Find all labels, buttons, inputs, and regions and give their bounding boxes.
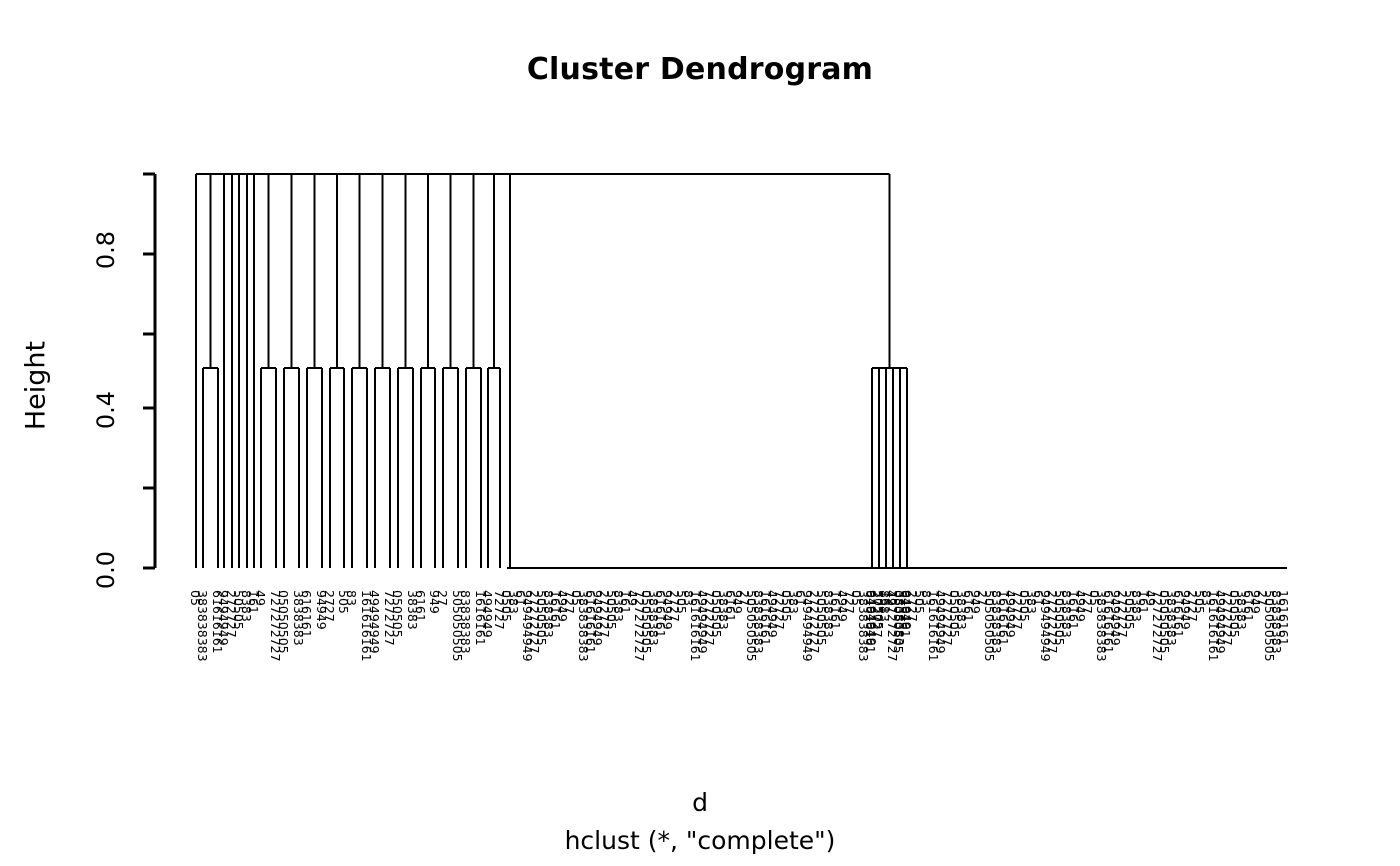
page-title: Cluster Dendrogram [526, 52, 874, 87]
x-axis-sublabel: hclust (*, "complete") [564, 826, 836, 855]
x-axis-label: d [692, 788, 708, 817]
dendrogram-tree [195, 173, 1287, 569]
y-axis [143, 172, 157, 570]
